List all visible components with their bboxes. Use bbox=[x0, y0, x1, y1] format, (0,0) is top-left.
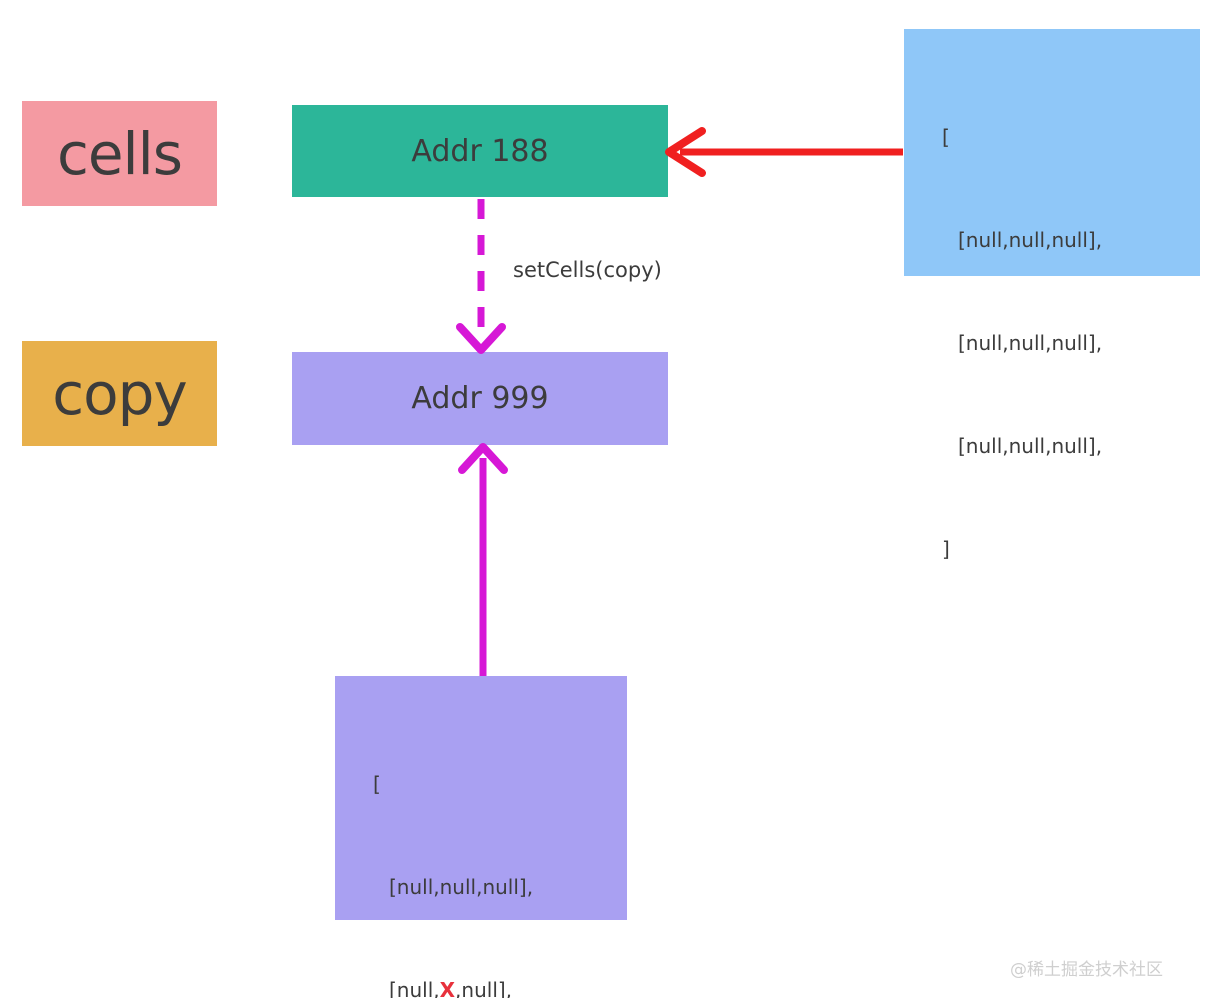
copy-code-row-2: [null,X,null], bbox=[373, 973, 627, 998]
cells-code-row-0: [null,null,null], bbox=[958, 227, 1103, 252]
node-addr-999[interactable]: Addr 999 bbox=[292, 352, 668, 445]
legend-label-copy: copy bbox=[52, 359, 188, 428]
copy-code-row-2-after: ,null], bbox=[455, 978, 513, 998]
edge-label-setcells: setCells(copy) bbox=[513, 258, 662, 282]
copy-code-x-mark: X bbox=[439, 978, 456, 998]
copy-code-row-1: [null,null,null], bbox=[389, 874, 534, 899]
blue-value-to-addr188-arrow bbox=[665, 127, 903, 177]
setcells-dashed-arrow bbox=[456, 199, 506, 354]
legend-box-cells: cells bbox=[22, 101, 217, 206]
legend-label-cells: cells bbox=[56, 119, 183, 188]
node-addr-188-label: Addr 188 bbox=[411, 133, 549, 169]
cells-code-row-1: [null,null,null], bbox=[958, 331, 1103, 356]
value-box-cells: [ [null,null,null], [null,null,null], [n… bbox=[904, 29, 1200, 561]
node-addr-188[interactable]: Addr 188 bbox=[292, 105, 668, 197]
cells-code-open: [ bbox=[942, 124, 950, 149]
watermark: @稀土掘金技术社区 bbox=[1010, 960, 1163, 980]
copy-value-to-addr999-arrow bbox=[458, 443, 508, 676]
cells-code-row-2: [null,null,null], bbox=[958, 434, 1103, 459]
copy-code-open: [ bbox=[373, 771, 381, 796]
node-addr-999-label: Addr 999 bbox=[411, 381, 549, 416]
value-box-copy: [ [null,null,null], [null,X,null], [null… bbox=[335, 676, 627, 998]
cells-code-close: ] bbox=[942, 537, 950, 562]
legend-box-copy: copy bbox=[22, 341, 217, 446]
copy-code-row-2-before: [null, bbox=[389, 978, 440, 998]
